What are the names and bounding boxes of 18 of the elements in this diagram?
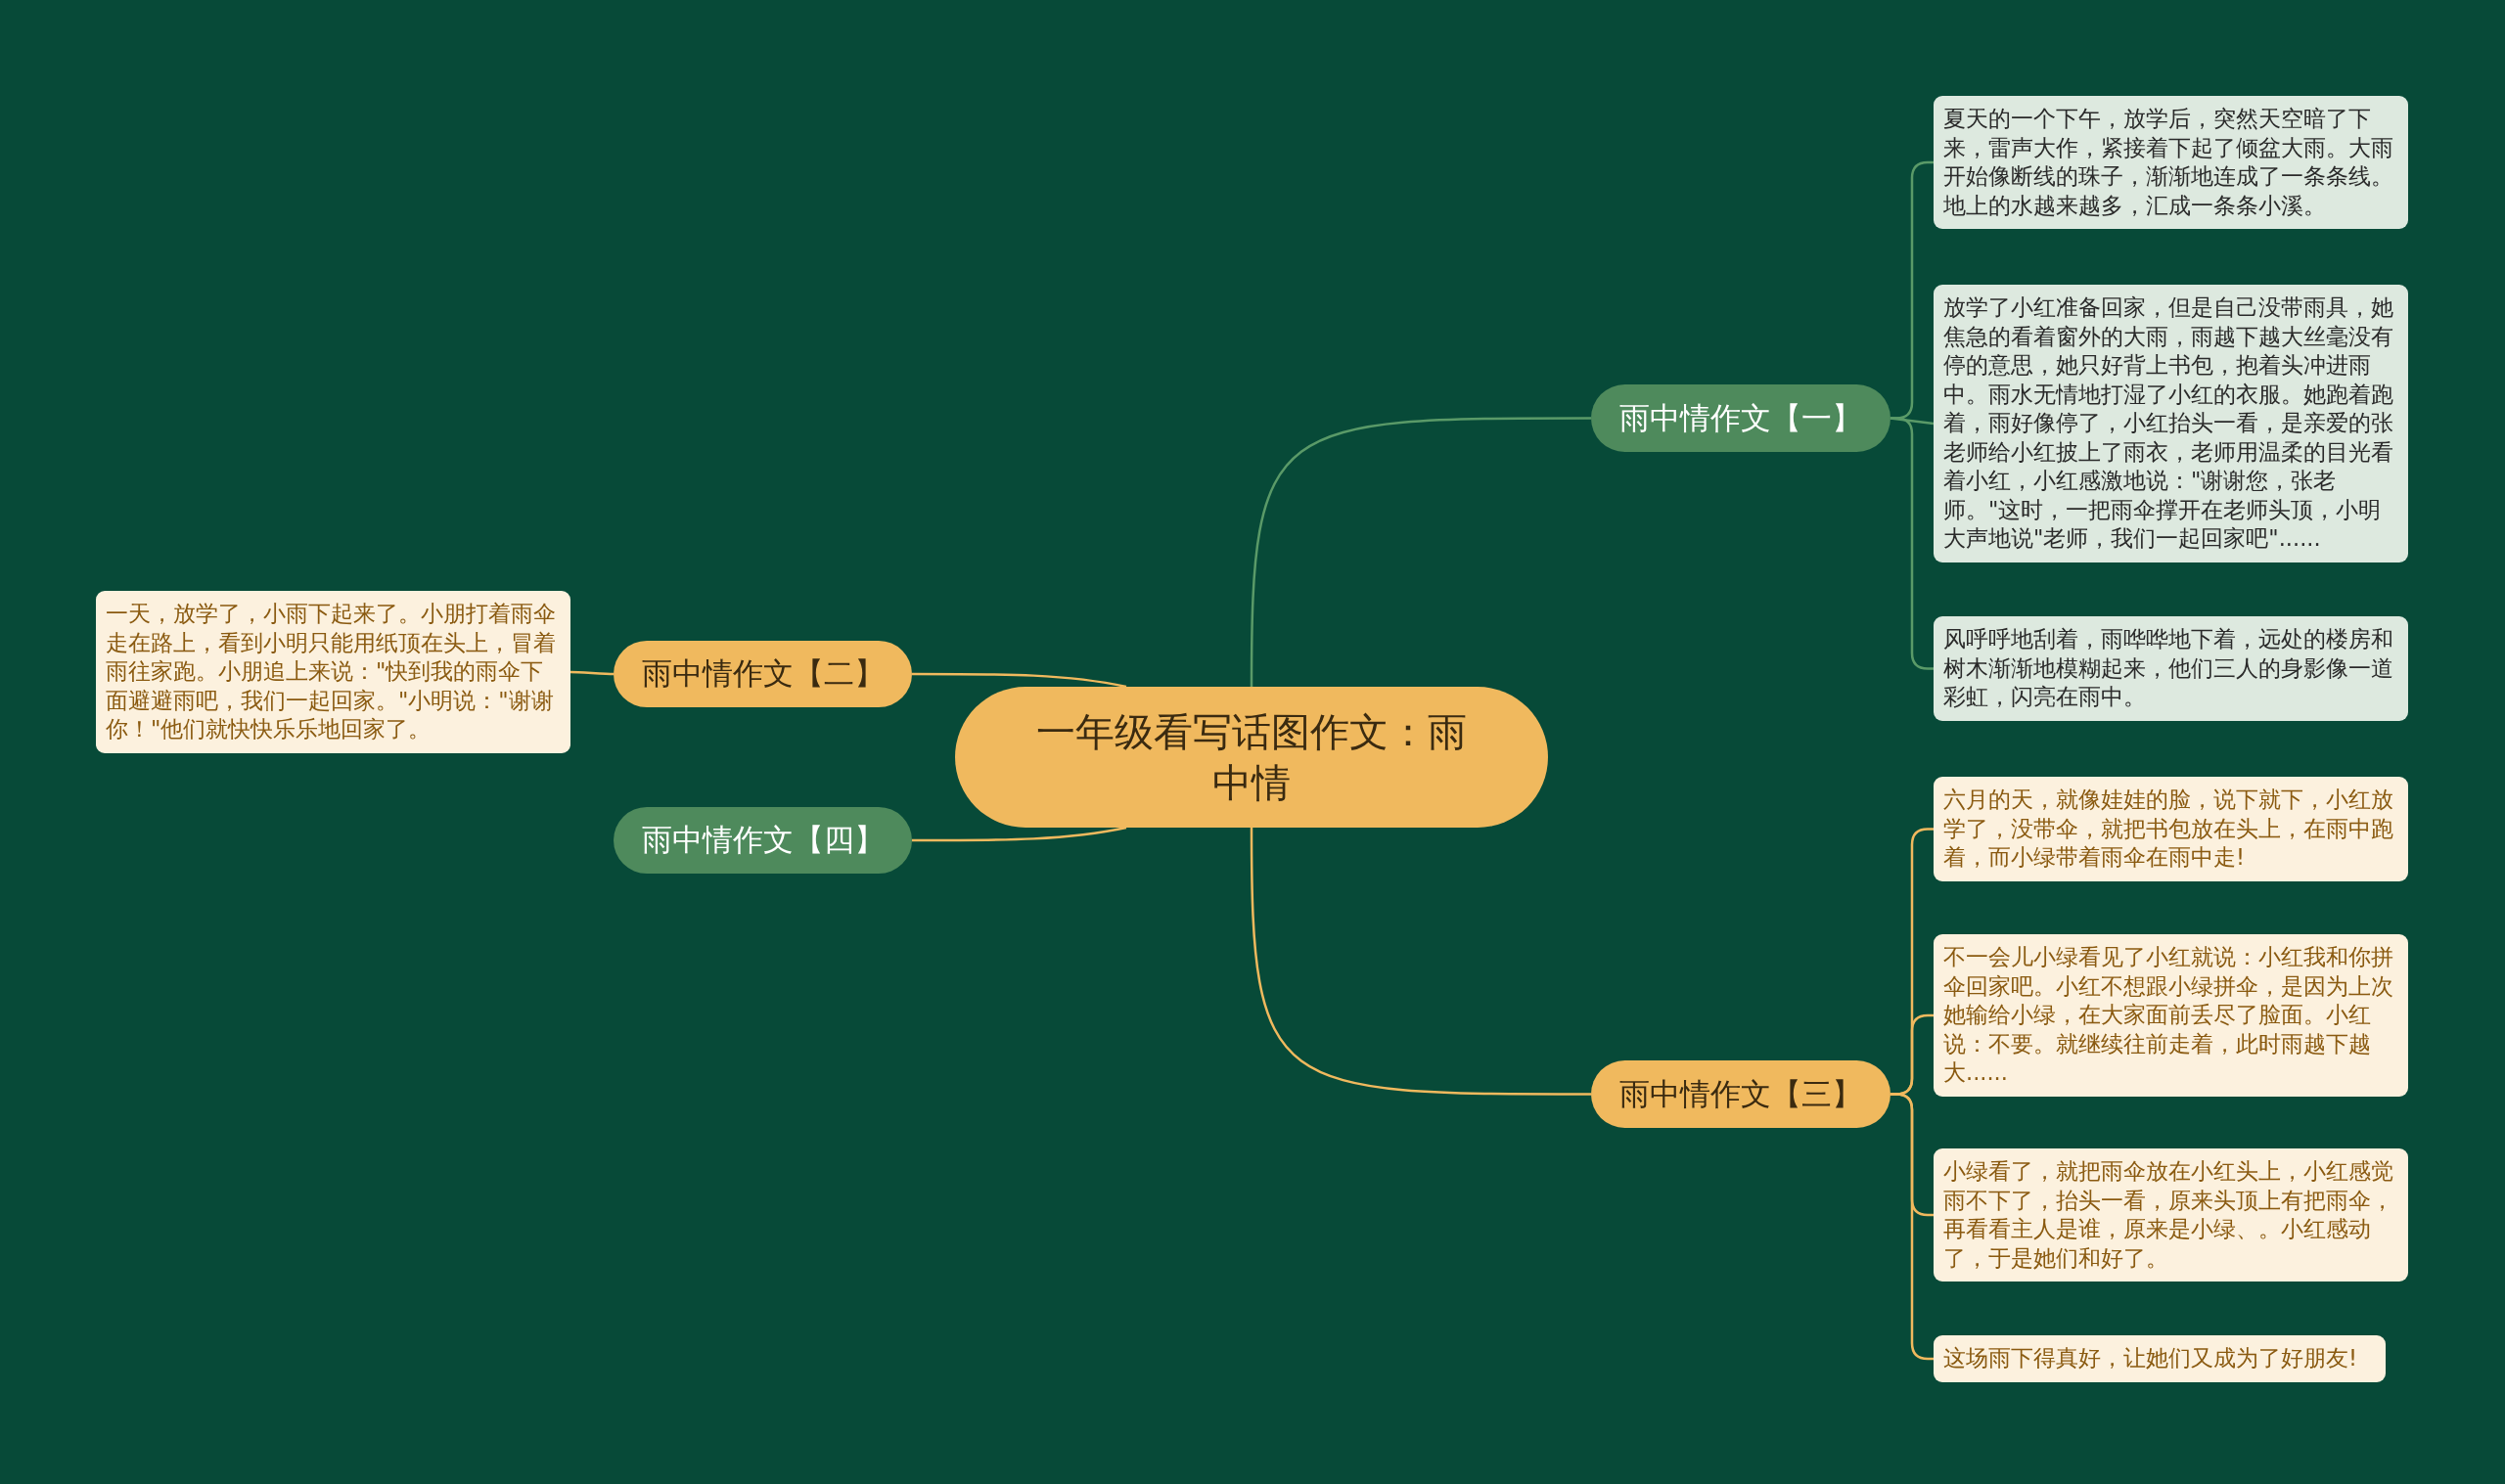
branch-bubble: 雨中情作文【四】 (614, 807, 912, 874)
topic-bubble: 一年级看写话图作文：雨中情 (955, 687, 1548, 828)
text-card: 风呼呼地刮着，雨哗哗地下着，远处的楼房和树木渐渐地模糊起来，他们三人的身影像一道彩虹，闪亮在雨中。 (1934, 616, 2408, 721)
text-card: 夏天的一个下午，放学后，突然天空暗了下来，雷声大作，紧接着下起了倾盆大雨。大雨开始像断线的珠子，渐渐地连成了一条条线。地上的水越来越多，汇成一条条小溪。 (1934, 96, 2408, 229)
text-card: 一天，放学了，小雨下起来了。小朋打着雨伞走在路上，看到小明只能用纸顶在头上，冒着雨往家跑。小朋追上来说："快到我的雨伞下面避避雨吧，我们一起回家。"小明说："谢谢你！"他们就快快乐乐地回家了。 (96, 591, 570, 753)
text-card: 放学了小红准备回家，但是自己没带雨具，她焦急的看着窗外的大雨，雨越下越大丝毫没有停的意思，她只好背上书包，抱着头冲进雨中。雨水无情地打湿了小红的衣服。她跑着跑着，雨好像停了，小红抬头一看，是亲爱的张老师给小红披上了雨衣，老师用温柔的目光看着小红，小红感激地说："谢谢您，张老师。"这时，一把雨伞撑开在老师头顶，小明大声地说"老师，我们一起回家吧"...... (1934, 285, 2408, 562)
text-card: 小绿看了，就把雨伞放在小红头上，小红感觉雨不下了，抬头一看，原来头顶上有把雨伞，再看看主人是谁，原来是小绿、。小红感动了，于是她们和好了。 (1934, 1148, 2408, 1282)
connector-line (1250, 828, 1591, 1096)
text-card: 不一会儿小绿看见了小红就说：小红我和你拼伞回家吧。小红不想跟小绿拼伞，是因为上次她输给小绿，在大家面前丢尽了脸面。小红说：不要。就继续往前走着，此时雨越下越大...... (1934, 934, 2408, 1097)
connector-line (1250, 417, 1591, 687)
branch-bubble: 雨中情作文【三】 (1591, 1060, 1890, 1128)
connector-line (570, 670, 614, 676)
connector-line (912, 826, 1127, 842)
branch-bubble: 雨中情作文【二】 (614, 641, 912, 707)
connector-line (912, 672, 1127, 689)
branch-bubble: 雨中情作文【一】 (1591, 384, 1890, 452)
text-card: 六月的天，就像娃娃的脸，说下就下，小红放学了，没带伞，就把书包放在头上，在雨中跑着，而小绿带着雨伞在雨中走! (1934, 777, 2408, 881)
text-card: 这场雨下得真好，让她们又成为了好朋友! (1934, 1335, 2386, 1382)
